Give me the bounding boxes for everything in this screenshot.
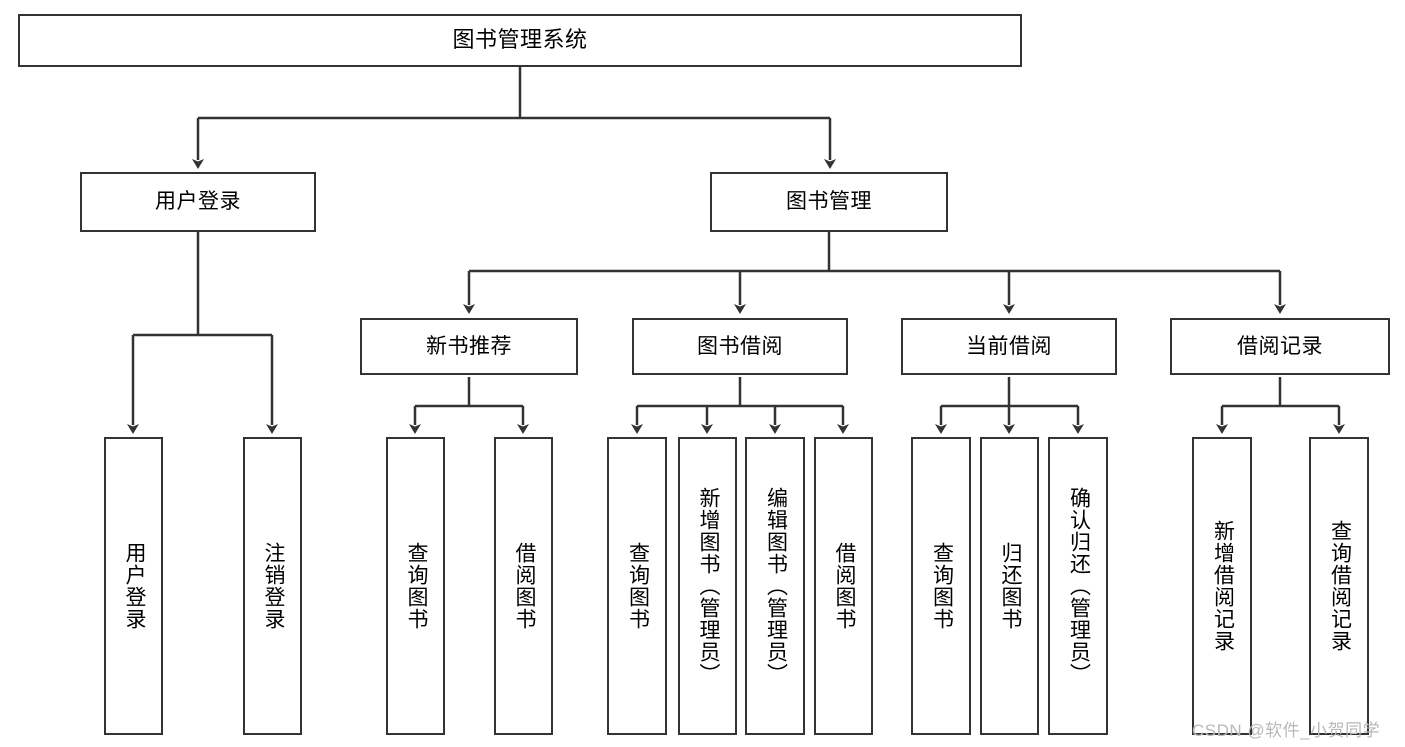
node-root-system[interactable]: 图书管理系统 (18, 14, 1022, 67)
leaf-records-query-record[interactable]: 查询借阅记录 (1309, 437, 1369, 735)
leaf-records-add-record[interactable]: 新增借阅记录 (1192, 437, 1252, 735)
node-label: 借阅图书 (832, 542, 856, 630)
node-label: 查询图书 (626, 542, 650, 630)
node-label: 新书推荐 (426, 334, 512, 358)
node-label: 确认归还（管理员） (1067, 487, 1091, 685)
node-book-management[interactable]: 图书管理 (710, 172, 948, 232)
node-label: 新增图书（管理员） (696, 487, 720, 685)
node-borrow-records[interactable]: 借阅记录 (1170, 318, 1390, 375)
node-label: 图书管理 (786, 190, 872, 214)
node-label: 注销登录 (261, 542, 285, 630)
node-new-book-recommend[interactable]: 新书推荐 (360, 318, 578, 375)
node-label: 新增借阅记录 (1211, 520, 1235, 652)
node-label: 用户登录 (122, 542, 146, 630)
leaf-current-return-book[interactable]: 归还图书 (980, 437, 1039, 735)
node-label: 归还图书 (998, 542, 1022, 630)
node-label: 编辑图书（管理员） (764, 487, 788, 685)
leaf-borrow-add-book-admin[interactable]: 新增图书（管理员） (678, 437, 737, 735)
leaf-borrow-query-book[interactable]: 查询图书 (607, 437, 667, 735)
leaf-borrow-borrow-book[interactable]: 借阅图书 (814, 437, 873, 735)
node-label: 查询图书 (930, 542, 954, 630)
node-label: 用户登录 (155, 190, 241, 214)
leaf-newbook-query-book[interactable]: 查询图书 (386, 437, 445, 735)
node-label: 当前借阅 (966, 334, 1052, 358)
node-label: 图书借阅 (697, 334, 783, 358)
node-label: 借阅图书 (512, 542, 536, 630)
watermark-text: CSDN @软件_小贺同学 (1192, 721, 1381, 740)
leaf-newbook-borrow-book[interactable]: 借阅图书 (494, 437, 553, 735)
leaf-user-login[interactable]: 用户登录 (104, 437, 163, 735)
node-user-login[interactable]: 用户登录 (80, 172, 316, 232)
node-label: 借阅记录 (1237, 334, 1323, 358)
node-label: 图书管理系统 (452, 27, 588, 53)
leaf-user-logout[interactable]: 注销登录 (243, 437, 302, 735)
leaf-borrow-edit-book-admin[interactable]: 编辑图书（管理员） (745, 437, 805, 735)
leaf-current-confirm-return-admin[interactable]: 确认归还（管理员） (1048, 437, 1108, 735)
node-label: 查询借阅记录 (1328, 520, 1352, 652)
node-label: 查询图书 (404, 542, 428, 630)
node-book-borrow[interactable]: 图书借阅 (632, 318, 848, 375)
leaf-current-query-book[interactable]: 查询图书 (911, 437, 971, 735)
node-current-borrow[interactable]: 当前借阅 (901, 318, 1117, 375)
